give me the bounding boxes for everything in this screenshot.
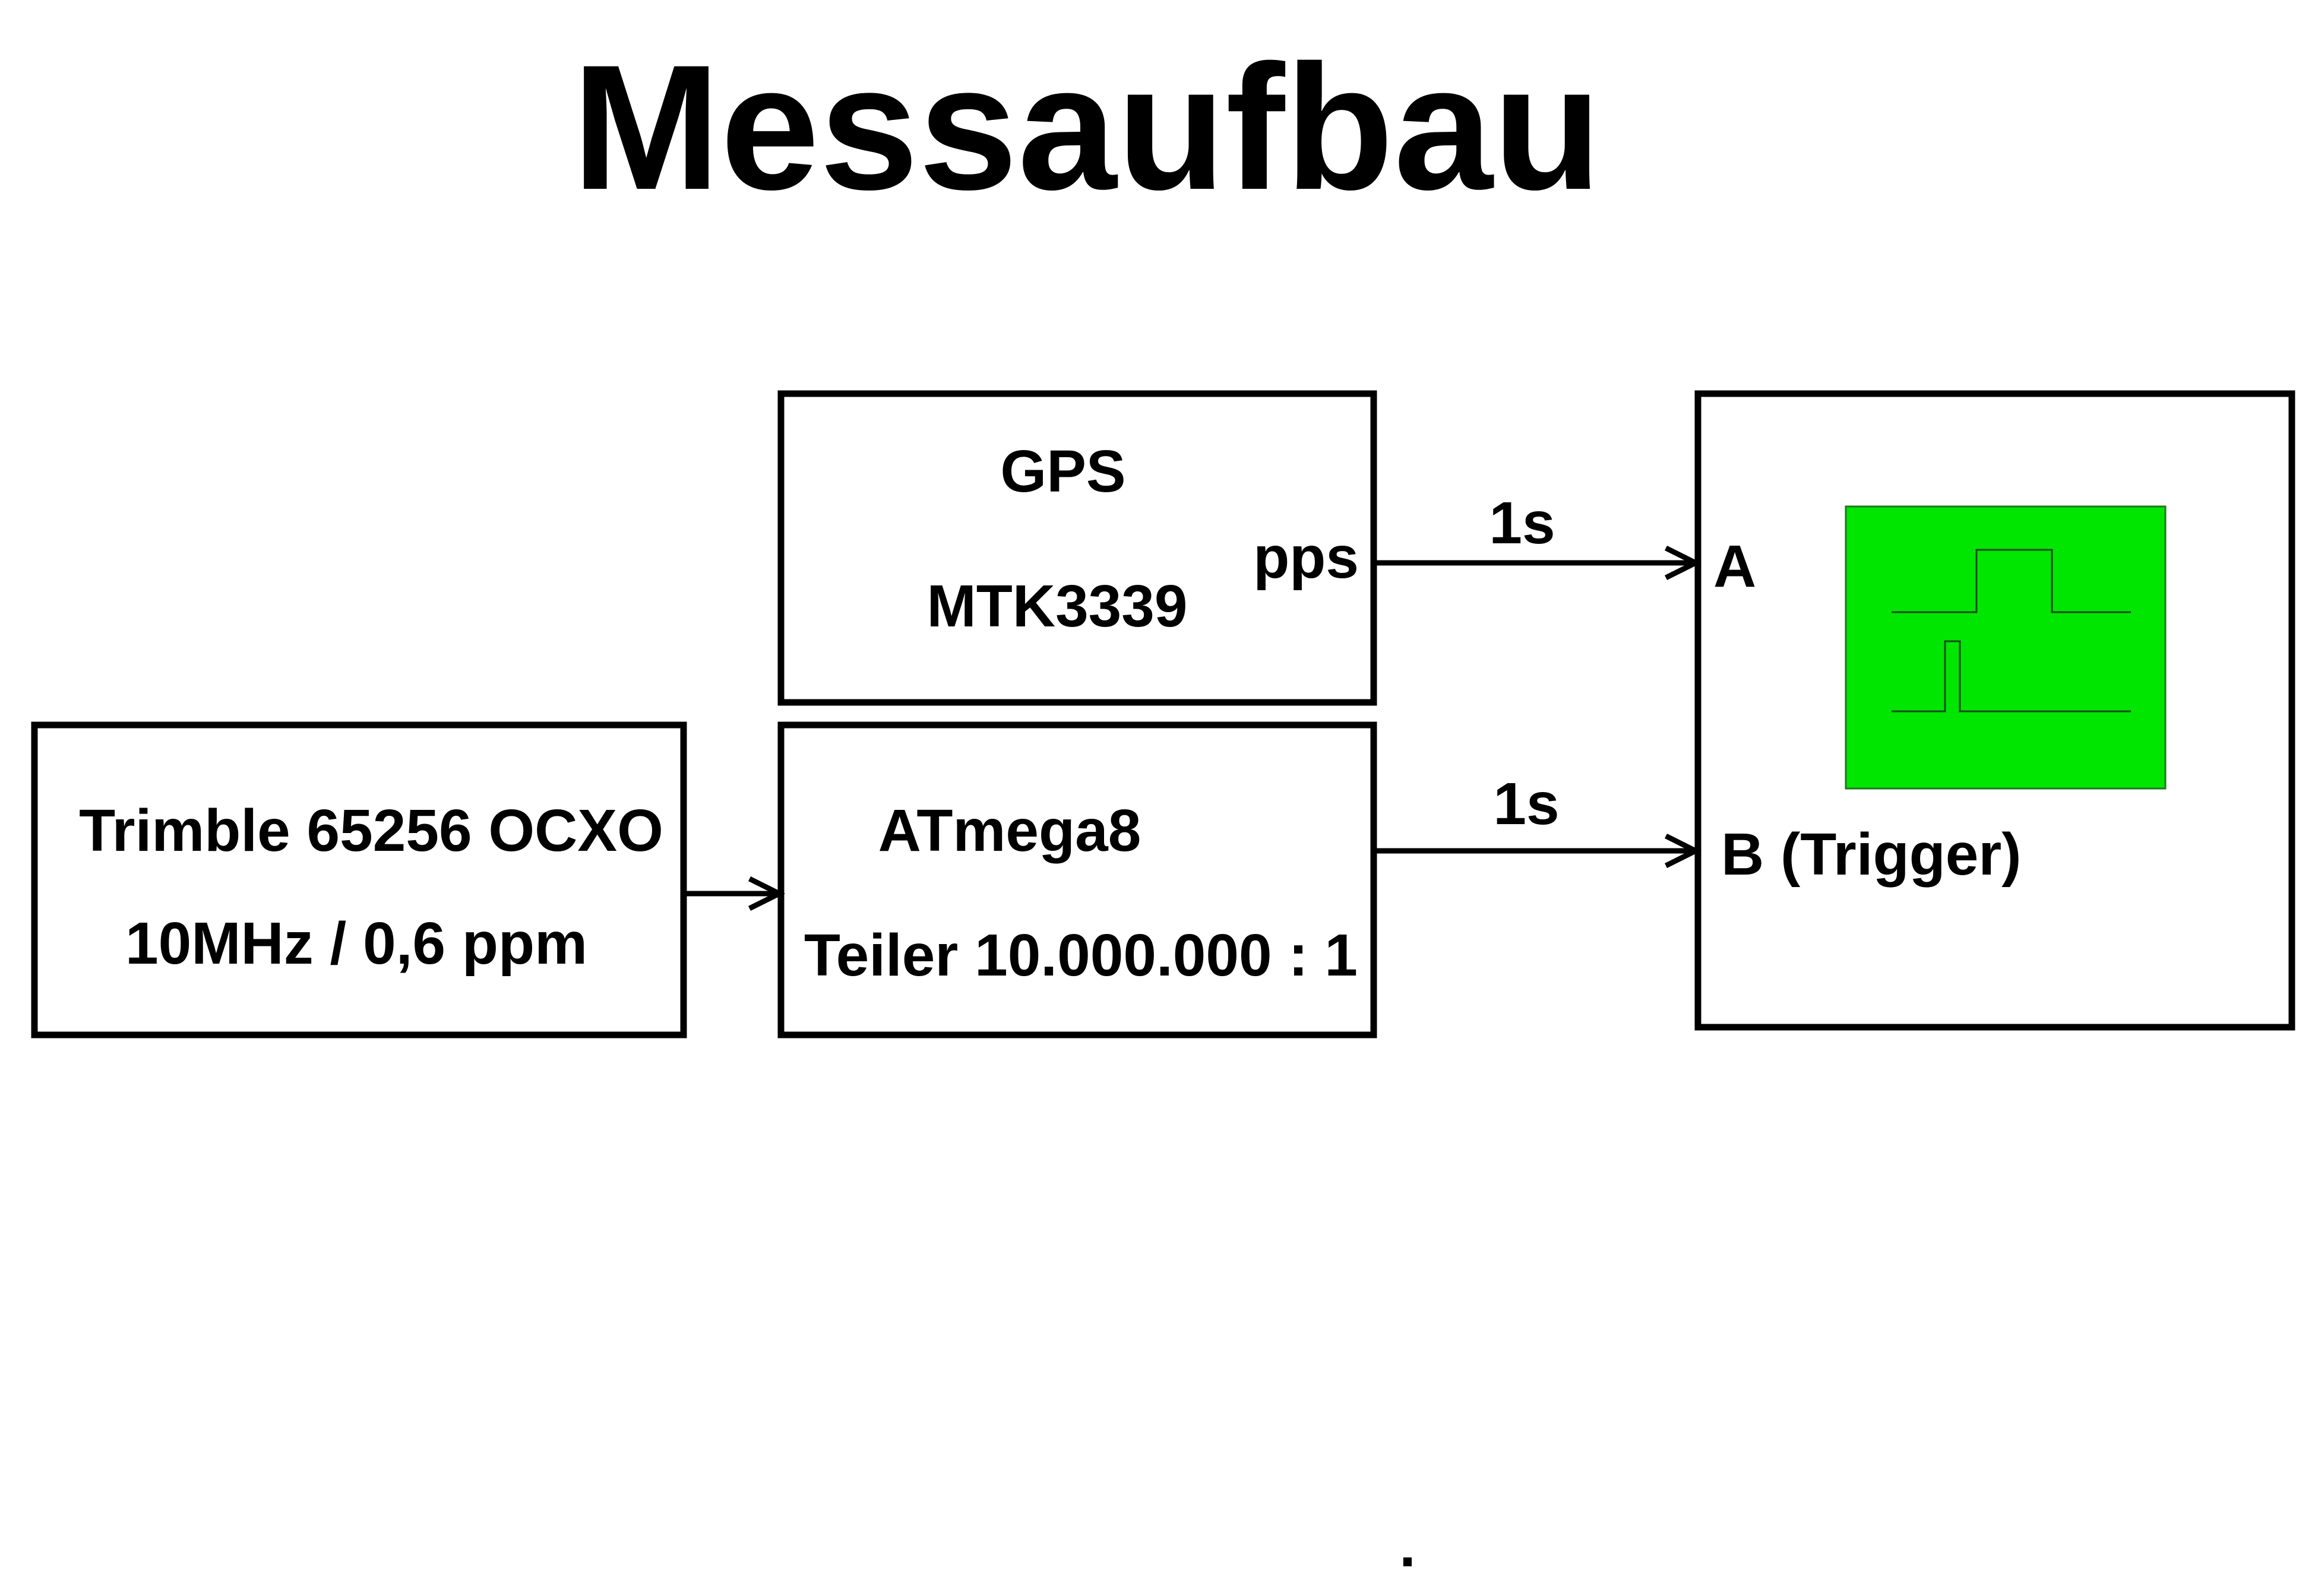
connection-divider-to-scope-label: 1s — [1493, 771, 1559, 837]
gps-block-name: GPS — [1000, 438, 1125, 505]
oscilloscope-screen — [1845, 505, 2167, 790]
connection-ocxo-to-divider-arrowhead — [748, 876, 786, 911]
connection-gps-to-scope: 1s — [1374, 490, 1702, 581]
ocxo-block-spec: 10MHz / 0,6 ppm — [125, 910, 587, 977]
ocxo-block: Trimble 65256 OCXO 10MHz / 0,6 ppm — [31, 721, 687, 1038]
connection-divider-to-scope-arrowhead — [1664, 833, 1702, 869]
scope-trace-channel-b — [1892, 640, 2131, 712]
gps-block-frame — [777, 390, 1377, 706]
divider-block-name: ATmega8 — [878, 797, 1141, 864]
gps-pps-output-label: pps — [1253, 524, 1359, 591]
gps-block: GPS MTK3339 pps — [777, 390, 1377, 706]
divider-block-frame — [777, 721, 1377, 1038]
connection-ocxo-to-divider — [684, 876, 786, 911]
connection-gps-to-scope-label: 1s — [1489, 490, 1555, 556]
oscilloscope-channel-b-label: B (Trigger) — [1721, 821, 2022, 888]
connection-gps-to-scope-arrowhead — [1664, 545, 1702, 581]
gps-block-model: MTK3339 — [926, 573, 1187, 639]
divider-block: ATmega8 Teiler 10.000.000 : 1 — [777, 721, 1377, 1038]
connection-divider-to-scope: 1s — [1374, 771, 1702, 869]
stray-dot-mark: . — [1399, 1513, 1416, 1579]
ocxo-block-frame — [31, 721, 687, 1038]
ocxo-block-name: Trimble 65256 OCXO — [79, 797, 663, 864]
page-title: Messaufbau — [572, 27, 1602, 227]
divider-block-ratio: Teiler 10.000.000 : 1 — [804, 922, 1358, 989]
oscilloscope-block: A B (Trigger) — [1694, 390, 2295, 1031]
scope-trace-channel-a — [1892, 549, 2131, 613]
oscilloscope-channel-a-label: A — [1713, 533, 1756, 600]
